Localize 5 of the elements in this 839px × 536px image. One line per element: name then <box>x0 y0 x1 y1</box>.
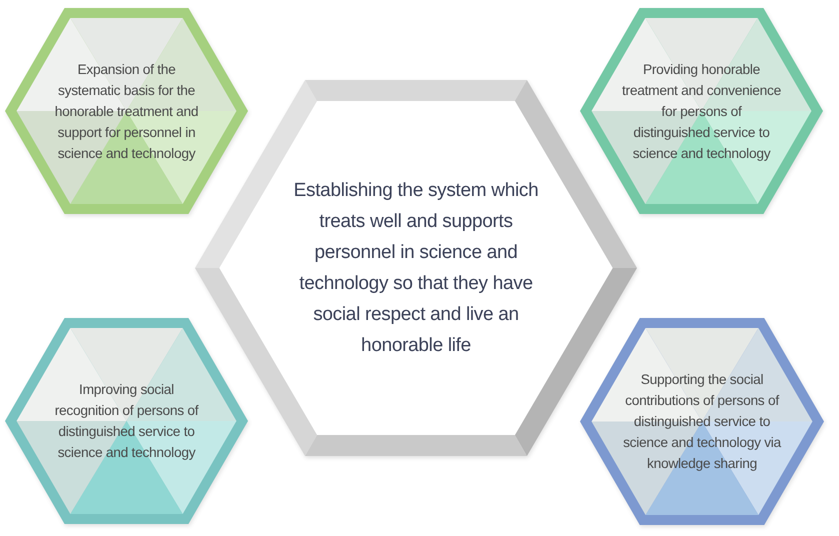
center-text: Establishing the system which treats well and supports personnel in science and technology so that they have social respect and live an honorable life <box>292 179 540 358</box>
hexagon-text: Providing honorable treatment and convenience for persons of distinguished service to science and technology <box>622 60 782 163</box>
hexagon-text: Improving social recognition of persons of distinguished service to science and technology <box>54 381 200 462</box>
hexagon-text: Supporting the social contributions of persons of distinguished service to science and technology via knowledge sharing <box>622 371 782 473</box>
hexagon-text: Expansion of the systematic basis for the honorable treatment and support for personnel in science and technology <box>54 60 200 163</box>
